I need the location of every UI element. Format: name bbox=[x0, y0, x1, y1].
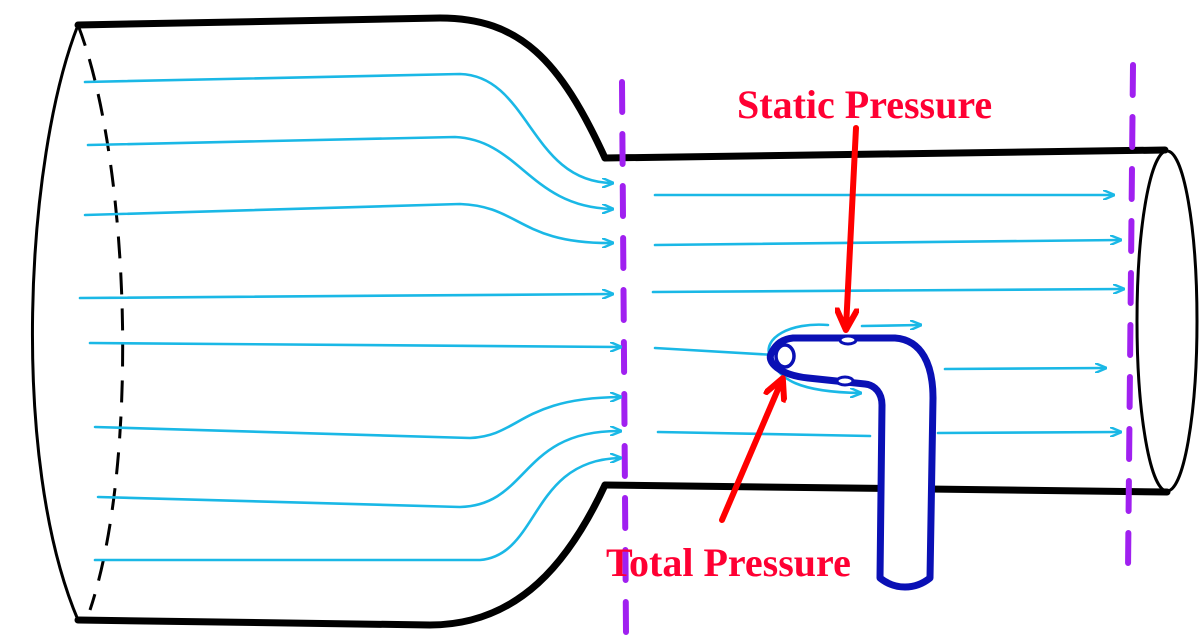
streamline-8 bbox=[93, 458, 620, 562]
streamline-6 bbox=[93, 397, 620, 440]
pipe-narrow-top bbox=[601, 146, 1169, 162]
streamline-14 bbox=[943, 368, 1105, 369]
streamline-11 bbox=[651, 289, 1123, 292]
static-pressure-label: Static Pressure bbox=[737, 82, 992, 127]
streamline-3 bbox=[83, 202, 612, 243]
probe-tube bbox=[766, 334, 937, 591]
streamline-5 bbox=[88, 341, 620, 347]
streamline-16 bbox=[936, 432, 1120, 433]
static-pressure-port-top bbox=[838, 334, 858, 346]
total-pressure-label: Total Pressure bbox=[606, 540, 851, 585]
section-line-2 bbox=[1125, 62, 1136, 573]
inlet-opening-back bbox=[76, 24, 125, 611]
pipe-wide-inlet-bottom bbox=[74, 481, 609, 629]
total-pressure-port bbox=[774, 343, 796, 369]
static-pressure-port-bottom bbox=[835, 375, 855, 387]
streamline-1 bbox=[83, 72, 612, 183]
streamline-13 bbox=[860, 325, 920, 326]
inlet-opening-front bbox=[30, 24, 80, 621]
total-pressure-pointer bbox=[719, 380, 782, 523]
outlet-opening bbox=[1135, 149, 1199, 493]
streamline-10 bbox=[653, 240, 1120, 247]
streamline-12 bbox=[653, 346, 777, 357]
pointers bbox=[719, 125, 859, 523]
section-line-1 bbox=[619, 79, 629, 635]
section-lines bbox=[619, 62, 1136, 635]
pipe-wide-inlet-top bbox=[74, 14, 609, 162]
streamlines bbox=[78, 72, 1123, 562]
streamline-2 bbox=[86, 135, 612, 209]
streamline-4 bbox=[78, 294, 612, 300]
streamline-7 bbox=[96, 431, 620, 509]
pipe-body bbox=[30, 14, 1199, 629]
pitot-probe bbox=[766, 334, 937, 591]
static-pressure-pointer bbox=[846, 125, 859, 328]
streamline-15 bbox=[656, 430, 872, 438]
